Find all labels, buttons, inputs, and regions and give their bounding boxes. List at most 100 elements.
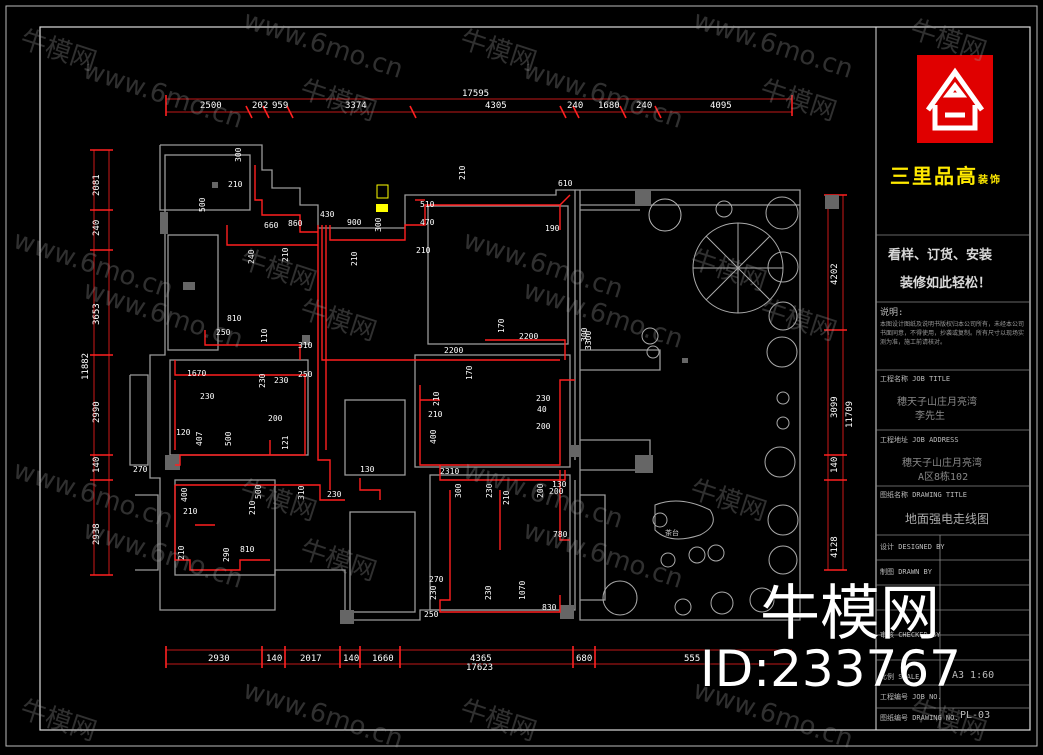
wiring-dimension: 400 [180, 487, 189, 502]
dimension-text: 240 [567, 101, 584, 111]
client-name: 李先生 [915, 411, 945, 422]
wiring-dimension: 300 [454, 483, 463, 498]
dimension-text: 202 [252, 101, 269, 111]
wiring-dimension: 290 [222, 547, 231, 562]
brand-name: 三里品高装饰 [890, 164, 1002, 188]
wiring-dimension: 200 [549, 487, 564, 496]
wiring-dimension: 250 [216, 328, 231, 337]
address-label: 工程地址 JOB ADDRESS [880, 436, 959, 444]
outer-frame [5, 5, 1038, 747]
wiring-dimension: 200 [268, 414, 283, 423]
wiring-dimension: 470 [420, 218, 435, 227]
scale-value: A3 1:60 [952, 670, 995, 681]
wiring-dimension: 210 [502, 490, 511, 505]
title-block-grid [876, 234, 1030, 730]
dimension-text: 140 [266, 654, 283, 664]
dimension-text: 4128 [830, 536, 840, 558]
wiring-dimension: 210 [281, 247, 290, 262]
wiring-dimension: 500 [198, 197, 207, 212]
wiring-dimension: 300 [580, 327, 589, 342]
wiring-dimension: 270 [429, 575, 444, 584]
dimension-text: 2930 [208, 654, 230, 664]
dimension-text: 2500 [200, 101, 222, 111]
wiring-dimension: 230 [258, 373, 267, 388]
dimension-text: 959 [272, 101, 289, 111]
wiring-dimension: 120 [176, 428, 191, 437]
tea-table-label: 茶台 [665, 529, 679, 537]
wiring-dimension: 830 [542, 603, 557, 612]
dimension-text: 3374 [345, 101, 367, 111]
dimension-text: 2990 [92, 401, 102, 423]
wiring-dimension: 1070 [518, 580, 527, 600]
dimension-text: 2081 [92, 174, 102, 196]
drawing-number-label: 图纸编号 DRAWING NO. [880, 714, 959, 722]
dimension-text: 3653 [92, 303, 102, 325]
notes-text: 本图设计图纸及说明书版权归本公司所有，未经本公司书面同意，不得使用，抄袭或复制。… [880, 321, 1025, 346]
wiring-dimension: 230 [327, 490, 342, 499]
wiring-dimension: 130 [552, 480, 567, 489]
power-meter-icon [376, 184, 389, 199]
wiring-dimension: 110 [260, 328, 269, 343]
wiring-dimension: 230 [200, 392, 215, 401]
wiring-dimension: 1670 [187, 369, 207, 378]
columns [160, 182, 839, 624]
wiring-dimension: 121 [281, 435, 290, 450]
wiring-dimension: 250 [424, 610, 439, 619]
drawing-number: PL-03 [960, 710, 991, 721]
dimension-text: 11709 [845, 400, 855, 428]
wiring-dimension: 780 [553, 530, 568, 539]
dimension-text: 3099 [830, 396, 840, 418]
dimension-text: 240 [92, 219, 102, 236]
logo-house-icon [925, 67, 985, 131]
wiring-dimension: 500 [254, 484, 263, 499]
wiring-dimension: 240 [247, 249, 256, 264]
dimension-text: 4365 [470, 654, 492, 664]
wiring-dimension: 130 [360, 465, 375, 474]
wiring-dimension: 40 [537, 405, 547, 414]
wiring-dimension: 810 [240, 545, 255, 554]
id-watermark: ID:233767 [700, 640, 961, 698]
wiring-dimension: 210 [177, 545, 186, 560]
wiring-dimension: 210 [458, 165, 467, 180]
brand-watermark: 牛模网 [760, 579, 940, 649]
wiring-dimension: 250 [298, 370, 313, 379]
wiring-dimension: 200 [536, 422, 551, 431]
wiring-dimension: 900 [347, 218, 362, 227]
wiring-dimension: 170 [465, 365, 474, 380]
dimension-text: 17595 [462, 89, 490, 99]
project-label: 工程名称 JOB TITLE [880, 375, 951, 383]
dimension-text: 2017 [300, 654, 322, 664]
dimension-text: 17623 [466, 663, 494, 673]
wiring-dimension: 860 [288, 219, 303, 228]
dimension-lines [93, 98, 844, 665]
wiring-dimension: 810 [227, 314, 242, 323]
wiring-dimension: 200 [536, 483, 545, 498]
wiring-dimension: 230 [429, 585, 438, 600]
dimension-text: 4202 [830, 263, 840, 285]
wiring-dimension: 230 [536, 394, 551, 403]
wiring-dimension: 300 [374, 217, 383, 232]
wiring-dimension: 230 [484, 585, 493, 600]
wiring-dimension: 407 [195, 431, 204, 446]
dimension-text: 11882 [81, 352, 91, 380]
slogan-line-1: 看样、订货、安装 [888, 248, 993, 263]
dimension-text: 2938 [92, 523, 102, 545]
address-line-2: A区8栋102 [918, 472, 969, 483]
dimension-text: 555 [684, 654, 701, 664]
notes-label: 说明: [880, 308, 904, 318]
slogan-line-2: 装修如此轻松！ [900, 276, 992, 291]
wiring-dimension: 300 [234, 147, 243, 162]
designer-label: 设计 DESIGNED BY [880, 543, 945, 551]
dimension-text: 680 [576, 654, 593, 664]
wiring-dimension: 210 [428, 410, 443, 419]
wiring-dimension: 210 [183, 507, 198, 516]
wiring-dimension: 210 [432, 391, 441, 406]
wiring-dimension: 2200 [444, 346, 464, 355]
drawn-label: 制图 DRAWN BY [880, 568, 932, 576]
electrical-wiring [174, 165, 575, 613]
job-number-label: 工程编号 JOB NO. [880, 693, 942, 701]
wiring-dimension: 500 [224, 431, 233, 446]
building-walls [129, 144, 801, 621]
wiring-dimension: 210 [228, 180, 243, 189]
